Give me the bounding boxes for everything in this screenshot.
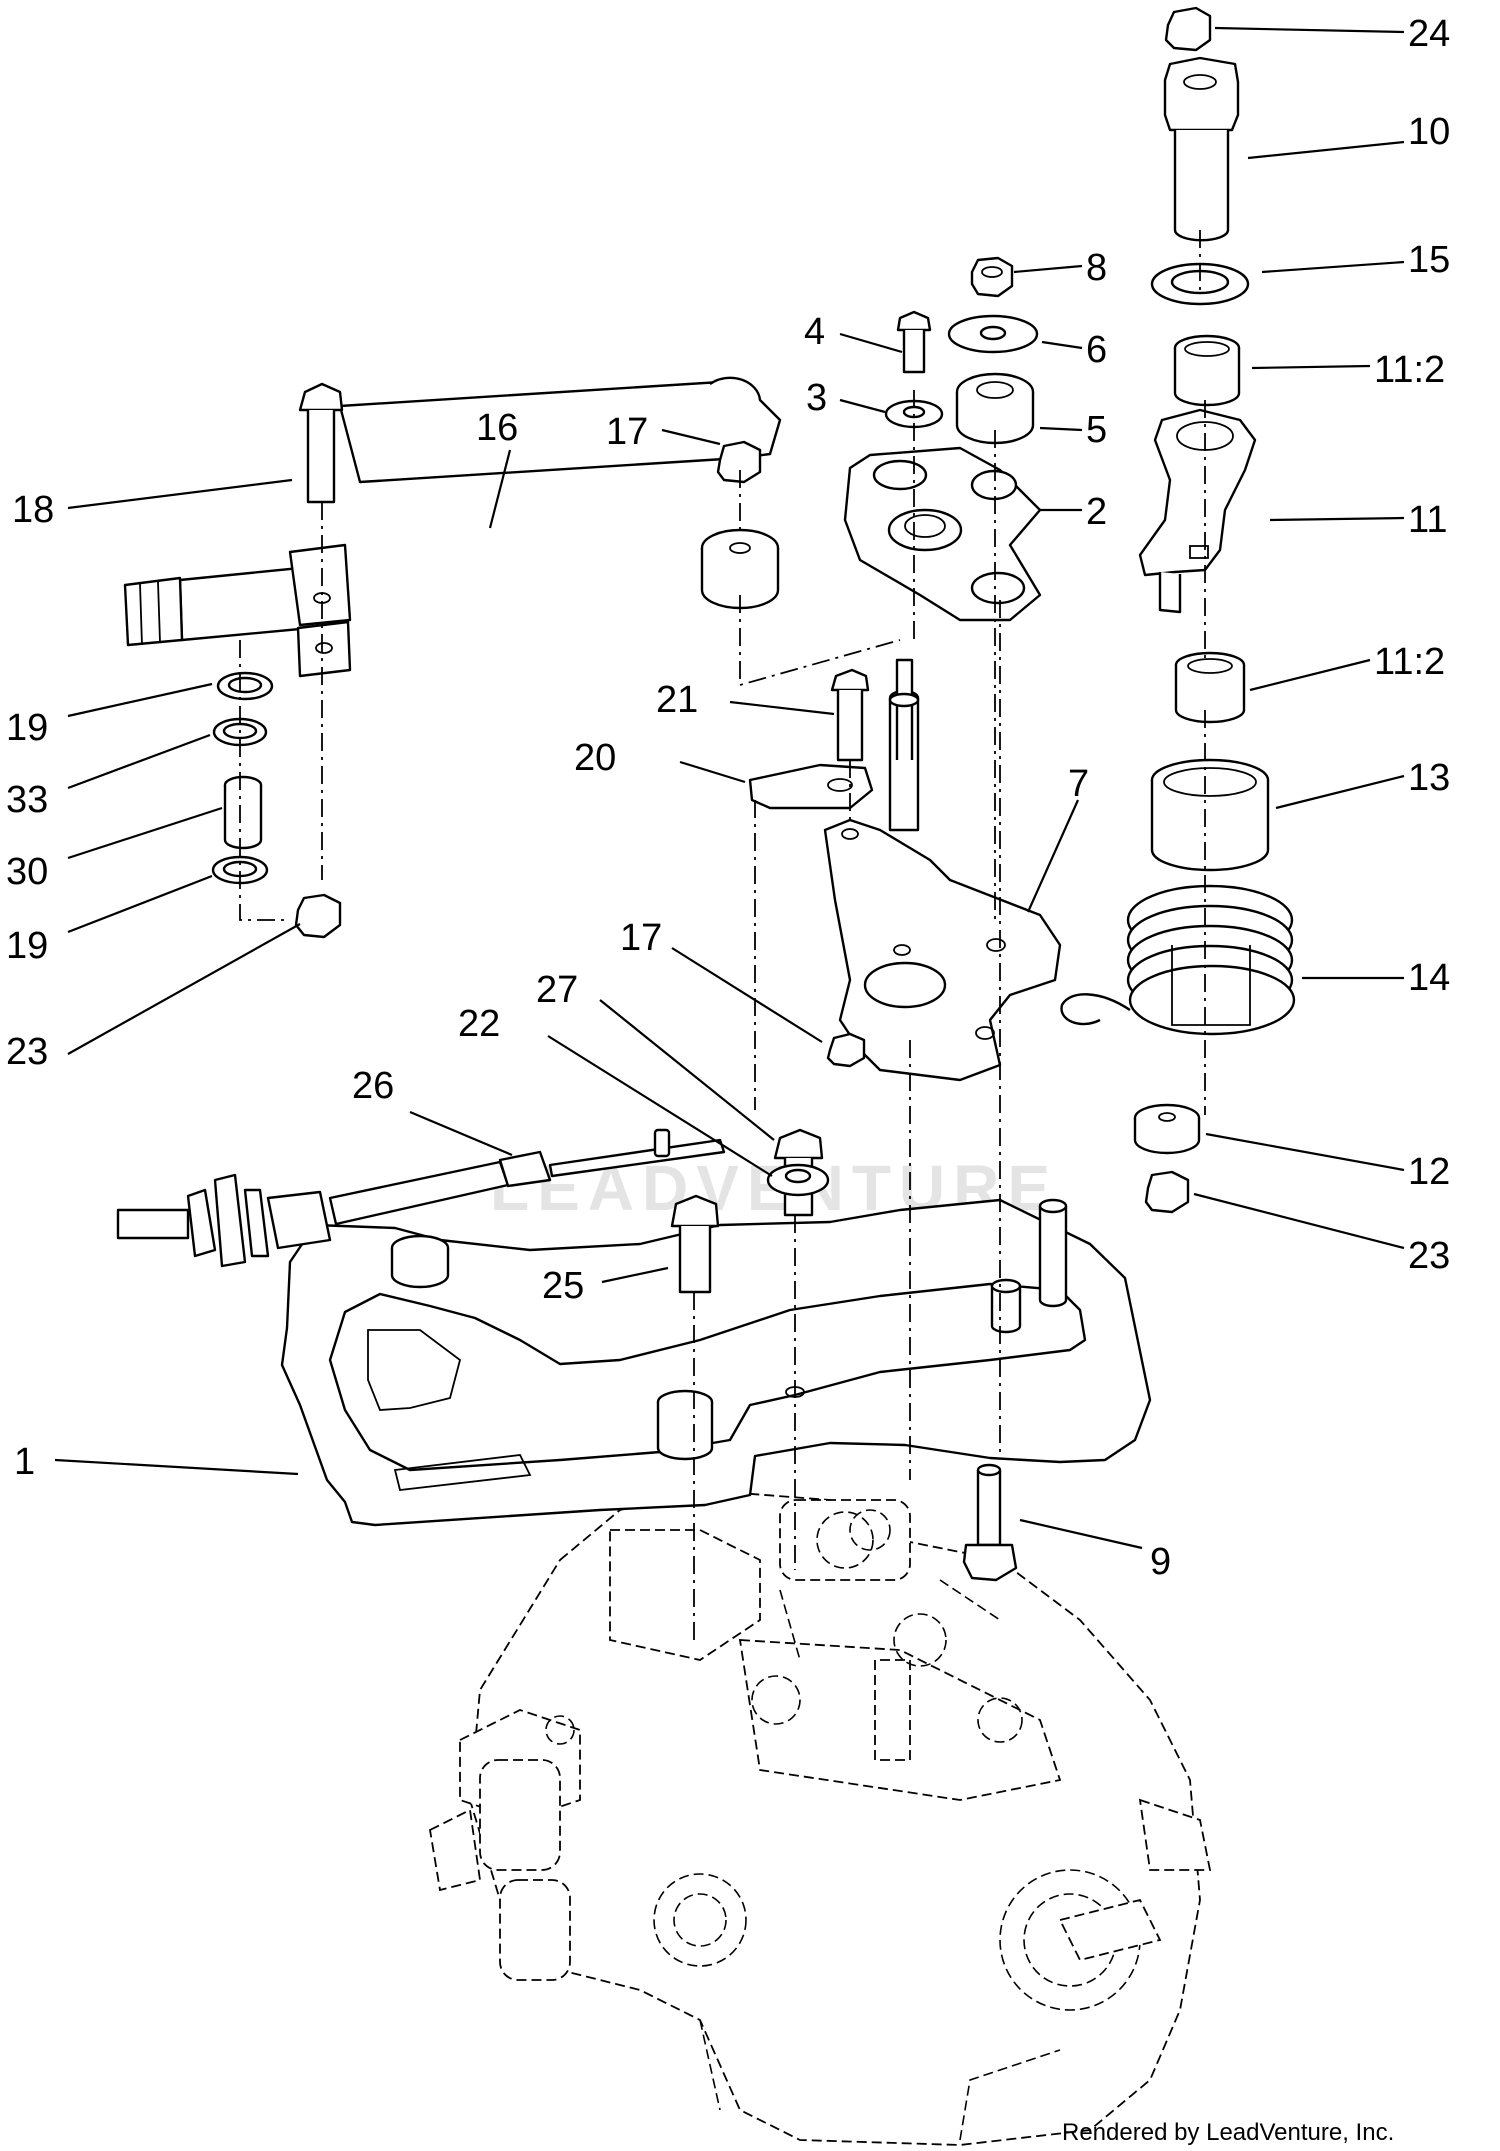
bushing-part-13: [1150, 758, 1270, 872]
callout-19-upper: 19: [6, 707, 48, 749]
callout-23-right: 23: [1408, 1235, 1450, 1277]
washer-part-6: [947, 314, 1039, 354]
washer-part-22: [766, 1163, 830, 1197]
nut-part-17-upper: [716, 440, 762, 484]
callout-26: 26: [352, 1065, 394, 1107]
render-credit: Rendered by LeadVenture, Inc.: [1062, 2119, 1394, 2146]
sleeve-part-10: [1163, 56, 1240, 242]
bushing-part-11-2-upper: [1173, 334, 1241, 407]
callout-17-upper: 17: [606, 411, 648, 453]
control-cable-part-26: [116, 1128, 726, 1268]
nut-part-8: [970, 256, 1014, 298]
assembly-center-lines: [239, 230, 1206, 1640]
callout-17-lower: 17: [620, 917, 662, 959]
callout-33: 33: [6, 779, 48, 821]
plate-part-2: [843, 446, 1042, 622]
lever-part-11: [1138, 408, 1257, 614]
washer-part-19-lower: [211, 855, 269, 885]
callout-8: 8: [1086, 247, 1107, 289]
spring-part-14: [1060, 884, 1296, 1036]
nut-part-23-right: [1144, 1170, 1190, 1214]
callout-9: 9: [1150, 1541, 1171, 1583]
callout-15: 15: [1408, 239, 1450, 281]
callout-21: 21: [656, 679, 698, 721]
callout-16: 16: [476, 407, 518, 449]
callout-10: 10: [1408, 111, 1450, 153]
damper-part-16: [123, 376, 782, 678]
bolt-part-25: [670, 1194, 720, 1294]
callout-12: 12: [1408, 1151, 1450, 1193]
callout-4: 4: [804, 311, 825, 353]
callout-labels: 24 10 15 8 6 4 11:2 3 5 17 16 2 18 11 11…: [6, 13, 1450, 1583]
mounting-bracket-part-1: [280, 1198, 1152, 1527]
grommet-part-5: [955, 372, 1035, 445]
bolt-part-18: [298, 382, 344, 504]
callout-30: 30: [6, 851, 48, 893]
callout-6: 6: [1086, 329, 1107, 371]
hydro-pump: [429, 1489, 1212, 2146]
nut-part-17-lower: [826, 1032, 866, 1068]
callout-24: 24: [1408, 13, 1450, 55]
spacer-part-12: [1133, 1103, 1201, 1155]
callout-27: 27: [536, 969, 578, 1011]
leader-lines: [54, 26, 1405, 1550]
callout-11: 11: [1408, 499, 1447, 541]
bolt-part-21: [830, 668, 870, 762]
bolt-part-9: [962, 1463, 1018, 1582]
nut-part-23-left: [294, 893, 342, 939]
callout-11-2-upper: 11:2: [1374, 349, 1445, 391]
callout-2: 2: [1086, 491, 1107, 533]
callout-18: 18: [12, 489, 54, 531]
callout-19-lower: 19: [6, 925, 48, 967]
bolt-part-4: [896, 310, 932, 374]
callout-11-2-lower: 11:2: [1374, 641, 1445, 683]
rod-end-part-20: [748, 763, 874, 810]
nut-part-24: [1164, 6, 1212, 52]
washer-part-19-upper: [216, 671, 274, 701]
callout-7: 7: [1068, 763, 1089, 805]
callout-1: 1: [14, 1441, 35, 1483]
callout-3: 3: [806, 377, 827, 419]
callout-20: 20: [574, 737, 616, 779]
callout-22: 22: [458, 1003, 500, 1045]
callout-23-left: 23: [6, 1031, 48, 1073]
callout-5: 5: [1086, 409, 1107, 451]
callout-14: 14: [1408, 957, 1450, 999]
bushing-part-11-2-lower: [1174, 651, 1246, 724]
sleeve-part-30: [223, 775, 263, 850]
callout-13: 13: [1408, 757, 1450, 799]
callout-25: 25: [542, 1265, 584, 1307]
